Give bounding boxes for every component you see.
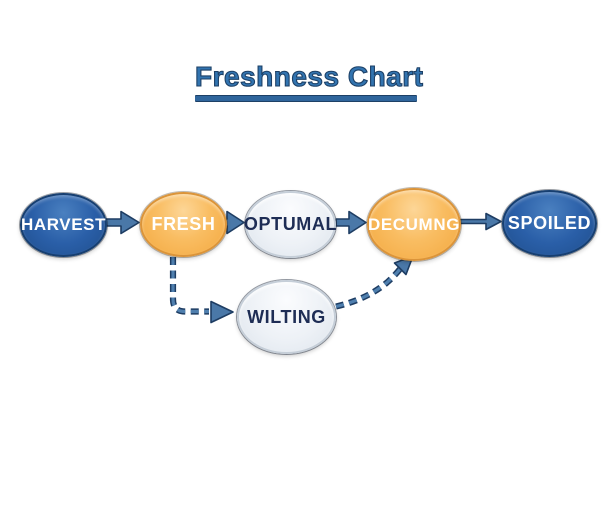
edge-optumal-decumng-arrow: [335, 210, 367, 235]
page-title: Freshness Chart: [194, 60, 424, 101]
node-spoiled-label: SPOILED: [507, 213, 592, 233]
edge-fresh-wilting-dashed: [169, 257, 209, 315]
node-harvest: HARVEST: [20, 193, 107, 257]
edge-harvest-fresh-arrow: [103, 210, 140, 235]
node-wilting-label: WILTING: [247, 306, 326, 327]
node-fresh-label: FRESH: [151, 214, 216, 234]
node-wilting: WILTING: [237, 280, 336, 354]
edge-decumng-spoiled-arrow: [457, 212, 502, 231]
node-spoiled: SPOILED: [502, 190, 597, 257]
node-decumng: DECUMNG: [367, 188, 461, 261]
edge-fresh-wilting-arrowhead: [210, 300, 234, 324]
node-harvest-label: HARVEST: [20, 215, 107, 234]
node-decumng-label: DECUMNG: [367, 214, 461, 234]
page-title-text: Freshness Chart: [194, 60, 424, 92]
node-optumal: OPTUMAL: [243, 191, 338, 258]
edge-wilting-decumng-dashed: [335, 267, 403, 310]
title-underline: [195, 95, 417, 101]
node-optumal-label: OPTUMAL: [243, 214, 338, 234]
node-fresh: FRESH: [140, 192, 227, 257]
